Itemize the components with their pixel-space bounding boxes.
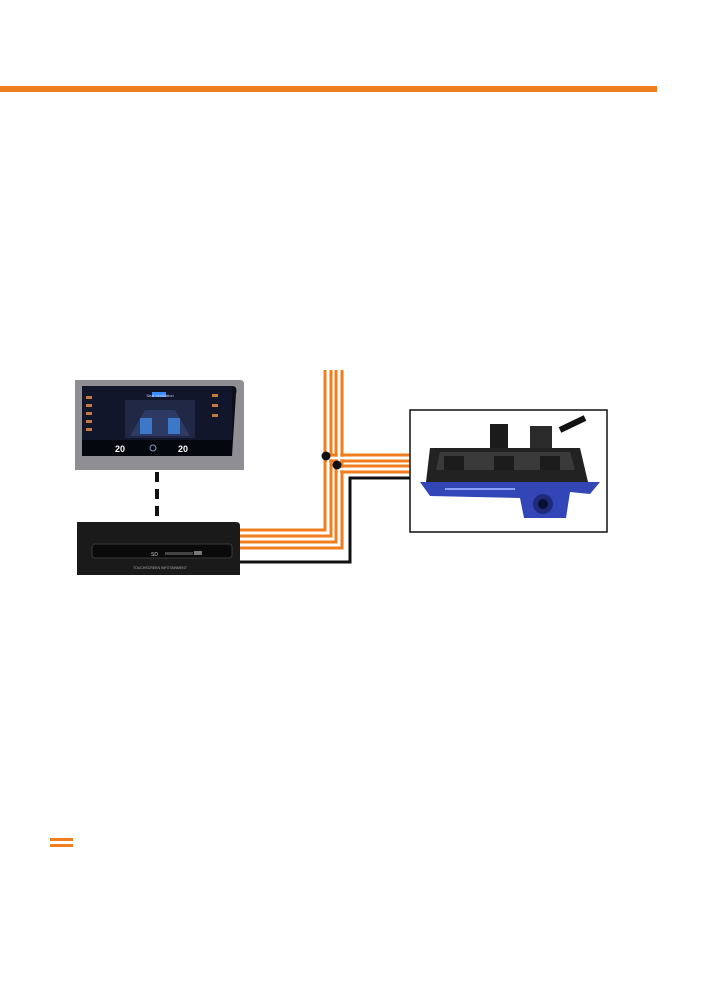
junction-dot <box>321 451 331 461</box>
junction-dot <box>332 460 342 470</box>
rear-camera <box>409 409 608 533</box>
unit-brand-text: TOUCHSCREEN INFOTAINMENT <box>133 566 188 570</box>
head-unit: SD TOUCHSCREEN INFOTAINMENT <box>77 522 240 575</box>
black-signal-wire <box>240 476 410 564</box>
sd-slot-label: SD <box>151 552 158 558</box>
top-accent-rule <box>0 86 657 92</box>
temp-right: 20 <box>178 444 188 454</box>
display-title: Seat ventilation <box>146 393 173 398</box>
infotainment-display: Seat ventilation 20 20 <box>75 380 244 470</box>
temp-left: 20 <box>115 444 125 454</box>
legend-bar-bottom <box>50 844 73 847</box>
orange-wire-bundle <box>240 370 410 550</box>
legend-bar-top <box>50 838 73 841</box>
double-line-icon <box>50 838 73 848</box>
